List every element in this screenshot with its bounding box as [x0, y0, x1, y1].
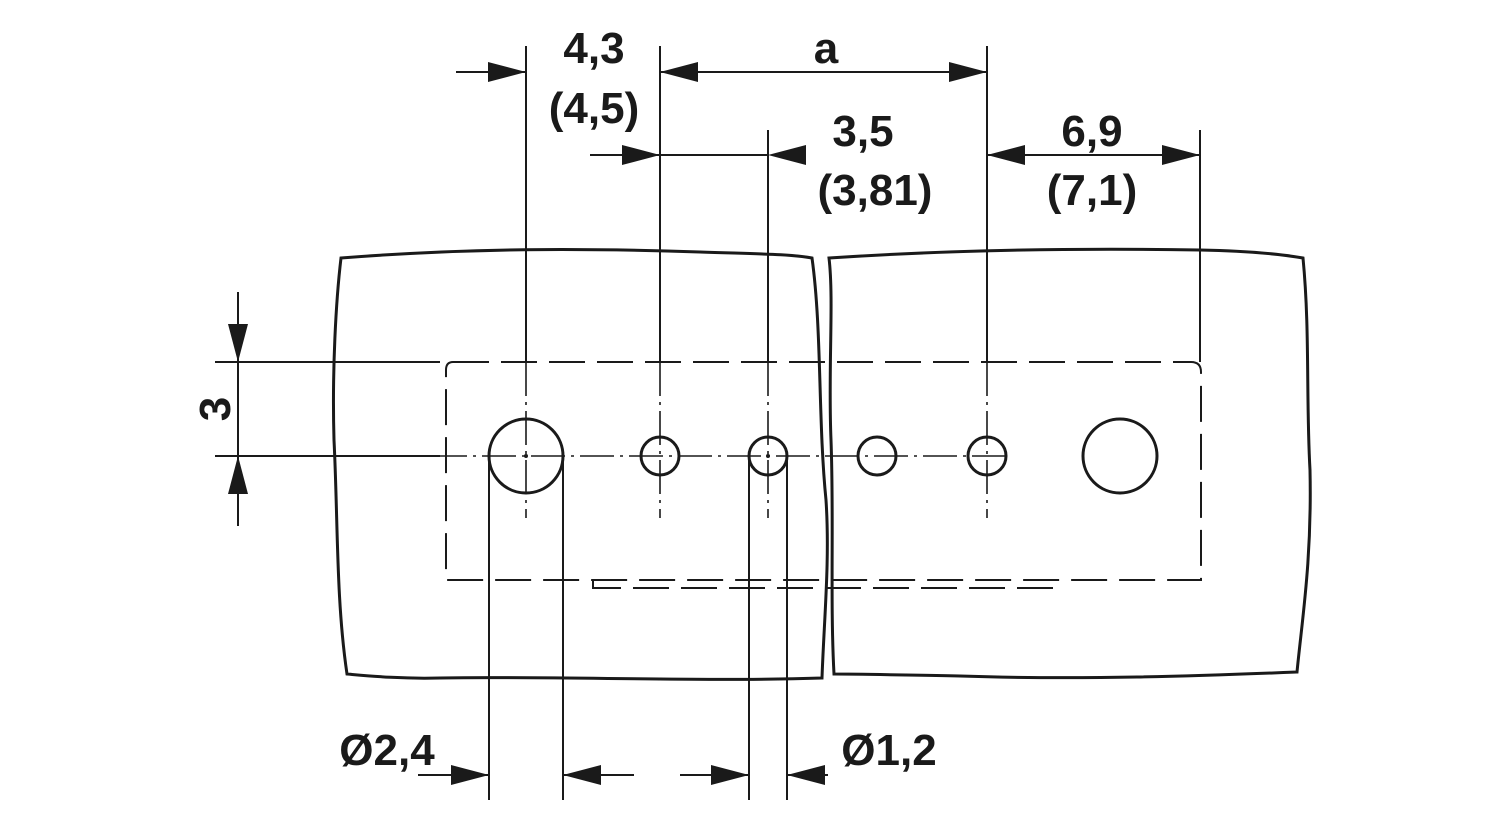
arrowhead — [711, 765, 749, 785]
hole-small-4 — [856, 435, 898, 477]
arrowhead — [660, 62, 698, 82]
label-diameter-2-4: Ø2,4 — [339, 726, 435, 775]
arrowhead — [563, 765, 601, 785]
hole-small-5 — [966, 435, 1008, 477]
arrowhead — [787, 765, 825, 785]
label-3-81: (3,81) — [818, 166, 933, 215]
arrowhead — [622, 145, 660, 165]
arrowhead — [451, 765, 489, 785]
board-section-left — [331, 248, 829, 681]
arrowhead — [488, 62, 526, 82]
label-diameter-1-2: Ø1,2 — [841, 726, 936, 775]
label-7-1: (7,1) — [1047, 166, 1137, 215]
label-6-9: 6,9 — [1061, 107, 1122, 156]
component-base-outline — [592, 580, 1053, 589]
label-a: a — [814, 24, 839, 73]
arrowhead — [987, 145, 1025, 165]
arrowhead — [768, 145, 806, 165]
arrowhead — [228, 324, 248, 362]
hole-small-2 — [639, 435, 681, 477]
hole-center-dot — [524, 454, 528, 458]
label-4-3: 4,3 — [563, 24, 624, 73]
component-outline — [445, 361, 1202, 581]
label-3-5: 3,5 — [832, 107, 893, 156]
label-4-5: (4,5) — [549, 84, 639, 133]
hole-large-right — [1081, 417, 1159, 495]
hole-center-dot-3 — [766, 454, 770, 458]
arrowhead — [1162, 145, 1200, 165]
arrowhead — [949, 62, 987, 82]
arrowhead — [228, 456, 248, 494]
label-3: 3 — [191, 397, 240, 421]
board-section-right — [827, 247, 1312, 680]
